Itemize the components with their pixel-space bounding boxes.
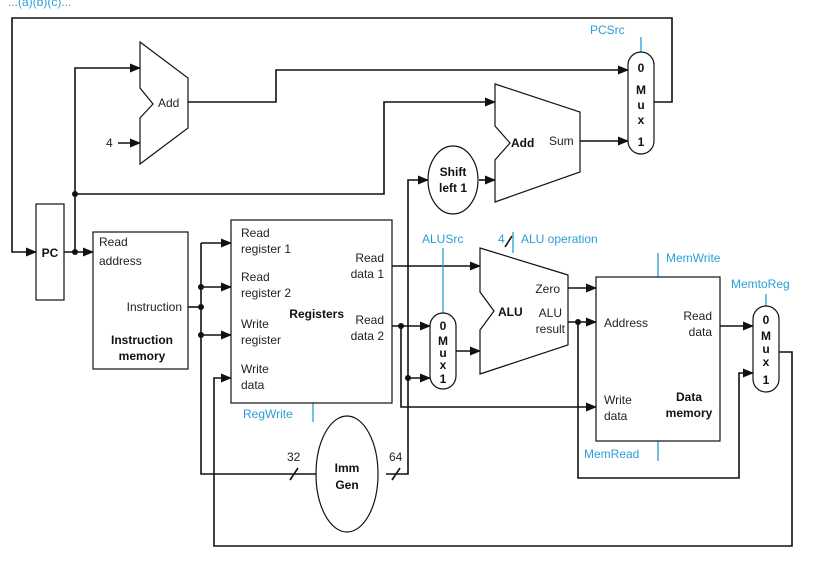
alu-mux-bottom: 1 [440,372,447,386]
alu: ALU Zero ALU result [479,247,569,375]
pc-label: PC [42,246,59,260]
pc-mux-top: 0 [638,61,645,75]
dmem-title-1: Data [676,390,702,404]
dmem-write-data-b: data [604,409,628,423]
reg-read-reg2-a: Read [241,270,270,284]
data-memory: Address Read data Write data Data memory [595,276,721,442]
imm-gen-line2: Gen [335,478,358,492]
mem-mux-letter-x: x [763,355,770,369]
alu-zero-port: Zero [535,282,560,296]
alu-src-mux: 0 M u x 1 [429,312,457,390]
header-partial-text: ...(a)(b)(c)... [8,0,71,9]
pcsrc-mux: 0 M u x 1 [627,51,655,155]
alu-mux-letter-x: x [440,358,447,372]
wire-junctions [72,191,581,381]
imem-title-1: Instruction [111,333,173,347]
regwrite-signal: RegWrite [243,407,293,421]
dmem-read-data-a: Read [683,309,712,323]
reg-write-data-b: data [241,378,265,392]
reg-read-data2-b: data 2 [351,329,385,343]
program-counter: PC [35,203,65,301]
mem-mux-letter-m: M [761,329,771,343]
pc-adder-label: Add [158,96,179,110]
alu-mux-letter-u: u [439,346,446,360]
pc-adder: Add [139,40,189,166]
register-file: Read register 1 Read register 2 Write re… [230,219,393,404]
imm-gen: Imm Gen [315,415,379,533]
alu-result-a: ALU [539,306,562,320]
bus-width-slashes [289,235,513,481]
reg-read-reg1-a: Read [241,226,270,240]
memwrite-signal: MemWrite [666,251,721,265]
reg-write-reg-b: register [241,333,281,347]
imem-title-2: memory [119,349,166,363]
mem-mux-bottom: 1 [763,373,770,387]
reg-write-data-a: Write [241,362,269,376]
pc-mux-letter-u: u [637,98,644,112]
alu-operation-signal: ALU operation [521,232,598,246]
alu-mux-top: 0 [440,319,447,333]
dmem-read-data-b: data [689,325,713,339]
shift-left-line1: Shift [440,165,467,179]
instruction-memory: Read address Instruction Instruction mem… [92,231,189,370]
control-lines [312,37,767,461]
imem-read-address-1: Read [99,235,128,249]
wires [11,17,793,547]
registers-title: Registers [289,307,344,321]
alu-op-bits: 4 [498,232,505,246]
pc-mux-bottom: 1 [638,135,645,149]
branch-adder: Add Sum [494,83,581,203]
sum-label: Sum [549,134,574,148]
alu-result-b: result [536,322,566,336]
pc-mux-letter-m: M [636,83,646,97]
imm-gen-line1: Imm [335,461,360,475]
imm-out-bits: 64 [389,450,403,464]
reg-read-reg2-b: register 2 [241,286,291,300]
reg-write-reg-a: Write [241,317,269,331]
imm-in-bits: 32 [287,450,301,464]
mem-mux-letter-u: u [762,342,769,356]
dmem-title-2: memory [666,406,713,420]
memtoreg-signal: MemtoReg [731,277,790,291]
imem-instruction-port: Instruction [127,300,182,314]
memread-signal: MemRead [584,447,639,461]
shift-left-line2: left 1 [439,181,467,195]
reg-read-data1-a: Read [355,251,384,265]
imem-read-address-2: address [99,254,142,268]
reg-read-data2-a: Read [355,313,384,327]
memtoreg-mux: 0 M u x 1 [752,305,780,393]
shift-left-unit: Shift left 1 [427,145,479,215]
branch-adder-label: Add [511,136,534,150]
dmem-address-port: Address [604,316,648,330]
pcsrc-signal: PCSrc [590,23,625,37]
dmem-write-data-a: Write [604,393,632,407]
pc-mux-letter-x: x [638,113,645,127]
mem-mux-top: 0 [763,313,770,327]
const-four: 4 [106,136,113,150]
alusrc-signal: ALUSrc [422,232,463,246]
reg-read-reg1-b: register 1 [241,242,291,256]
reg-read-data1-b: data 1 [351,267,385,281]
alu-label: ALU [498,305,523,319]
alu-mux-letter-m: M [438,334,448,348]
